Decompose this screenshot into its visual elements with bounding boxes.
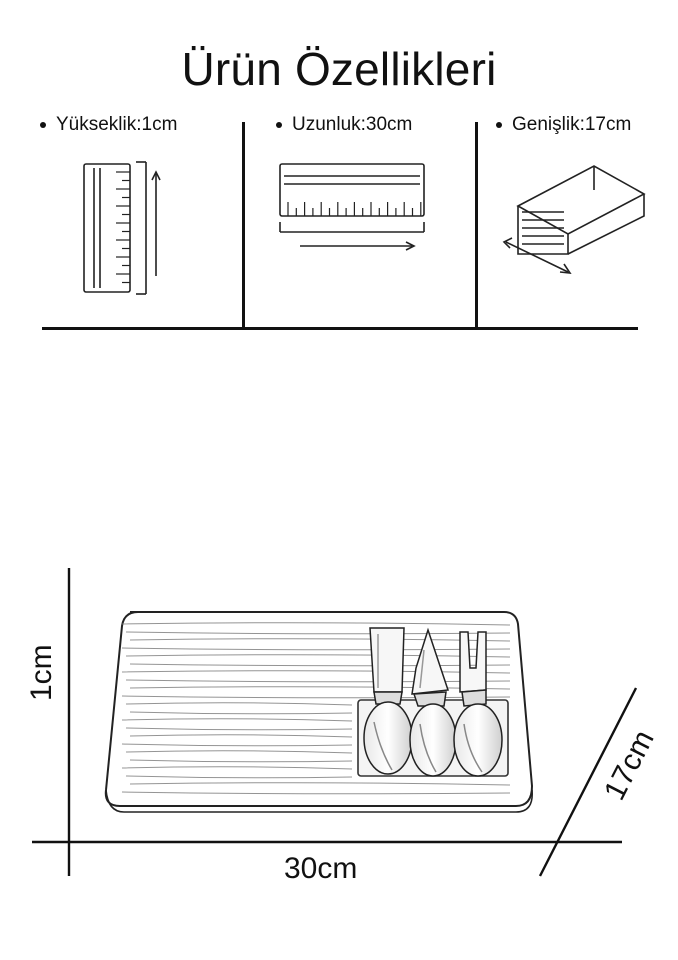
column-divider (475, 122, 478, 330)
cheese-fork (453, 631, 503, 777)
column-divider (242, 122, 245, 330)
box-depth-icon (502, 165, 646, 274)
spec-height-label: Yükseklik:1cm (56, 114, 178, 135)
bullet-icon (276, 122, 282, 128)
bullet-icon (496, 122, 502, 128)
spec-length-label: Uzunluk:30cm (292, 114, 413, 135)
dimension-length-label: 30cm (284, 852, 358, 885)
page-title: Ürün Özellikleri (181, 43, 497, 95)
section-baseline (42, 327, 638, 330)
vertical-ruler-icon (83, 161, 161, 295)
width-axis-line (538, 687, 638, 877)
horizontal-ruler-icon (279, 163, 425, 251)
spec-height: Yükseklik:1cm (40, 114, 177, 136)
bullet-icon (40, 122, 46, 128)
spec-width-label: Genişlik:17cm (512, 114, 632, 135)
spec-length: Uzunluk:30cm (276, 114, 412, 136)
cheese-knife-pointed (409, 627, 457, 777)
spec-width: Genişlik:17cm (496, 114, 631, 136)
dimension-height-label: 1cm (25, 644, 58, 701)
